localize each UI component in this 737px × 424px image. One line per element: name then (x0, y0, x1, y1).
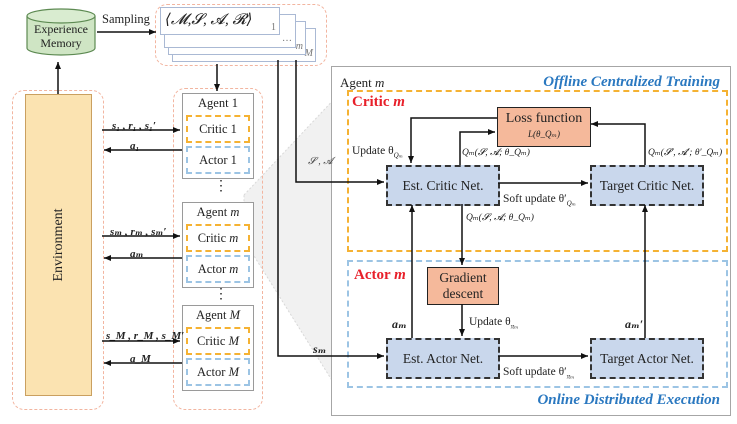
agent-M-actor: Actor M (186, 358, 250, 386)
agent-1-action-label: a₁ (130, 140, 140, 152)
agent-M-obs-label: s_M , r_M , s_M′ (106, 330, 185, 342)
critic-update-label: Update θQₘ (352, 145, 403, 160)
agent-M-title: Agent M (183, 308, 253, 323)
q-target-label: Qₘ(𝓢′, 𝓐′; θ′_Qₘ) (648, 148, 723, 158)
experience-memory-cylinder (26, 8, 96, 56)
actor-update-label: Update θπₘ (469, 316, 519, 331)
agent-m-box: Agent m Critic m Actor m (182, 202, 254, 288)
loss-function-formula: L(θ_Qₘ) (528, 129, 560, 139)
agent-M-actor-var: M (228, 365, 239, 379)
tuple-text: ⟨𝓜,𝓢, 𝓐, 𝓡⟩ (165, 12, 253, 28)
agent-1-box: Agent 1 Critic 1 Actor 1 (182, 93, 254, 179)
critic-title-text: Critic (352, 94, 394, 110)
critic-title-var: m (393, 94, 405, 110)
agent-1-actor: Actor 1 (186, 146, 250, 174)
est-actor-net: Est. Actor Net. (386, 338, 500, 379)
target-actor-net-label: Target Actor Net. (600, 351, 694, 366)
agent-m-actor: Actor m (186, 255, 250, 283)
agent-M-title-text: Agent (195, 308, 230, 322)
actor-title-text: Actor (354, 267, 395, 283)
critic-region-title: Critic m (352, 94, 405, 111)
agent-m-critic-label: Critic (197, 231, 230, 245)
agent-M-critic-label: Critic (196, 334, 229, 348)
online-execution-title: Online Distributed Execution (537, 392, 720, 408)
am-prime-label: aₘ′ (625, 317, 644, 331)
critic-update-sub: Qₘ (393, 151, 403, 160)
agent-M-critic: Critic M (186, 327, 250, 355)
actor-soft-update-text: Soft update θ′ (503, 366, 567, 378)
est-actor-net-label: Est. Actor Net. (402, 351, 484, 366)
sm-label: sₘ (313, 342, 327, 356)
critic-soft-update-label: Soft update θ′Qₘ (503, 193, 576, 208)
target-critic-net: Target Critic Net. (590, 165, 704, 206)
agent-1-obs-label: s₁ , r₁ , s₁′ (112, 120, 156, 132)
panel-agent-var: m (375, 75, 385, 90)
est-critic-net-label: Est. Critic Net. (402, 178, 484, 193)
agent-1-critic-label: Critic 1 (199, 122, 237, 136)
panel-agent-text: Agent (340, 75, 376, 90)
tuple-index-dots: … (282, 33, 292, 44)
actor-update-text: Update θ (469, 316, 511, 328)
critic-soft-update-text: Soft update θ′ (503, 193, 567, 205)
actor-soft-update-sub: πₘ (566, 372, 575, 381)
agent-1-title-text: Agent 1 (198, 96, 238, 110)
actor-title-var: m (394, 267, 406, 283)
agent-m-critic-var: m (229, 231, 239, 245)
tuple-card-1: ⟨𝓜,𝓢, 𝓐, 𝓡⟩ 1 (160, 7, 280, 35)
gradient-descent-box: Gradient descent (427, 267, 499, 305)
critic-update-text: Update θ (352, 145, 394, 157)
sa-label: 𝓢 , 𝓐 (308, 156, 333, 167)
target-actor-net: Target Actor Net. (590, 338, 704, 379)
am-label: aₘ (392, 317, 407, 331)
agent-m-actor-label: Actor (197, 262, 230, 276)
agent-M-critic-var: M (228, 334, 239, 348)
agent-vdots-2: ⋮ (214, 287, 228, 302)
offline-training-title: Offline Centralized Training (543, 74, 720, 90)
agent-M-actor-label: Actor (196, 365, 229, 379)
actor-region-title: Actor m (354, 267, 406, 284)
est-critic-net: Est. Critic Net. (386, 165, 500, 206)
agent-m-title: Agent m (183, 205, 253, 220)
agent-1-title: Agent 1 (183, 96, 253, 111)
sampling-label: Sampling (102, 12, 150, 26)
panel-agent-label: Agent m (340, 76, 384, 89)
tuple-index-1: 1 (271, 22, 276, 33)
memory-line1: Experience (34, 22, 88, 36)
gradient-line2: descent (442, 286, 484, 301)
actor-update-sub: πₘ (510, 322, 519, 331)
memory-line2: Memory (40, 36, 82, 50)
experience-memory-label: Experience Memory (25, 22, 97, 50)
environment-box: Environment (25, 94, 92, 396)
agent-m-title-var: m (230, 205, 240, 219)
agent-vdots-1: ⋮ (214, 179, 228, 194)
agent-M-action-label: a_M (130, 353, 151, 365)
loss-function-box: Loss function L(θ_Qₘ) (497, 107, 591, 147)
agent-1-actor-label: Actor 1 (199, 153, 237, 167)
loss-function-label: Loss function (505, 111, 583, 126)
agent-m-obs-label: sₘ , rₘ , sₘ′ (110, 226, 167, 238)
agent-m-actor-var: m (229, 262, 239, 276)
agent-m-title-text: Agent (196, 205, 231, 219)
agent-1-critic: Critic 1 (186, 115, 250, 143)
agent-M-title-var: M (229, 308, 241, 322)
agent-m-critic: Critic m (186, 224, 250, 252)
tuple-index-m: m (295, 41, 303, 52)
actor-soft-update-label: Soft update θ′πₘ (503, 366, 575, 381)
agent-M-box: Agent M Critic M Actor M (182, 305, 254, 391)
tuple-index-M: M (304, 48, 313, 59)
q-down-label: Qₘ(𝓢, 𝓐; θ_Qₘ) (466, 213, 534, 223)
target-critic-net-label: Target Critic Net. (599, 178, 695, 193)
environment-label: Environment (50, 208, 66, 282)
q-est-label: Qₘ(𝓢, 𝓐; θ_Qₘ) (462, 148, 530, 158)
tuple-group (155, 4, 327, 66)
gradient-line1: Gradient (439, 270, 487, 285)
agent-m-action-label: aₘ (130, 248, 144, 260)
critic-soft-update-sub: Qₘ (566, 199, 576, 208)
